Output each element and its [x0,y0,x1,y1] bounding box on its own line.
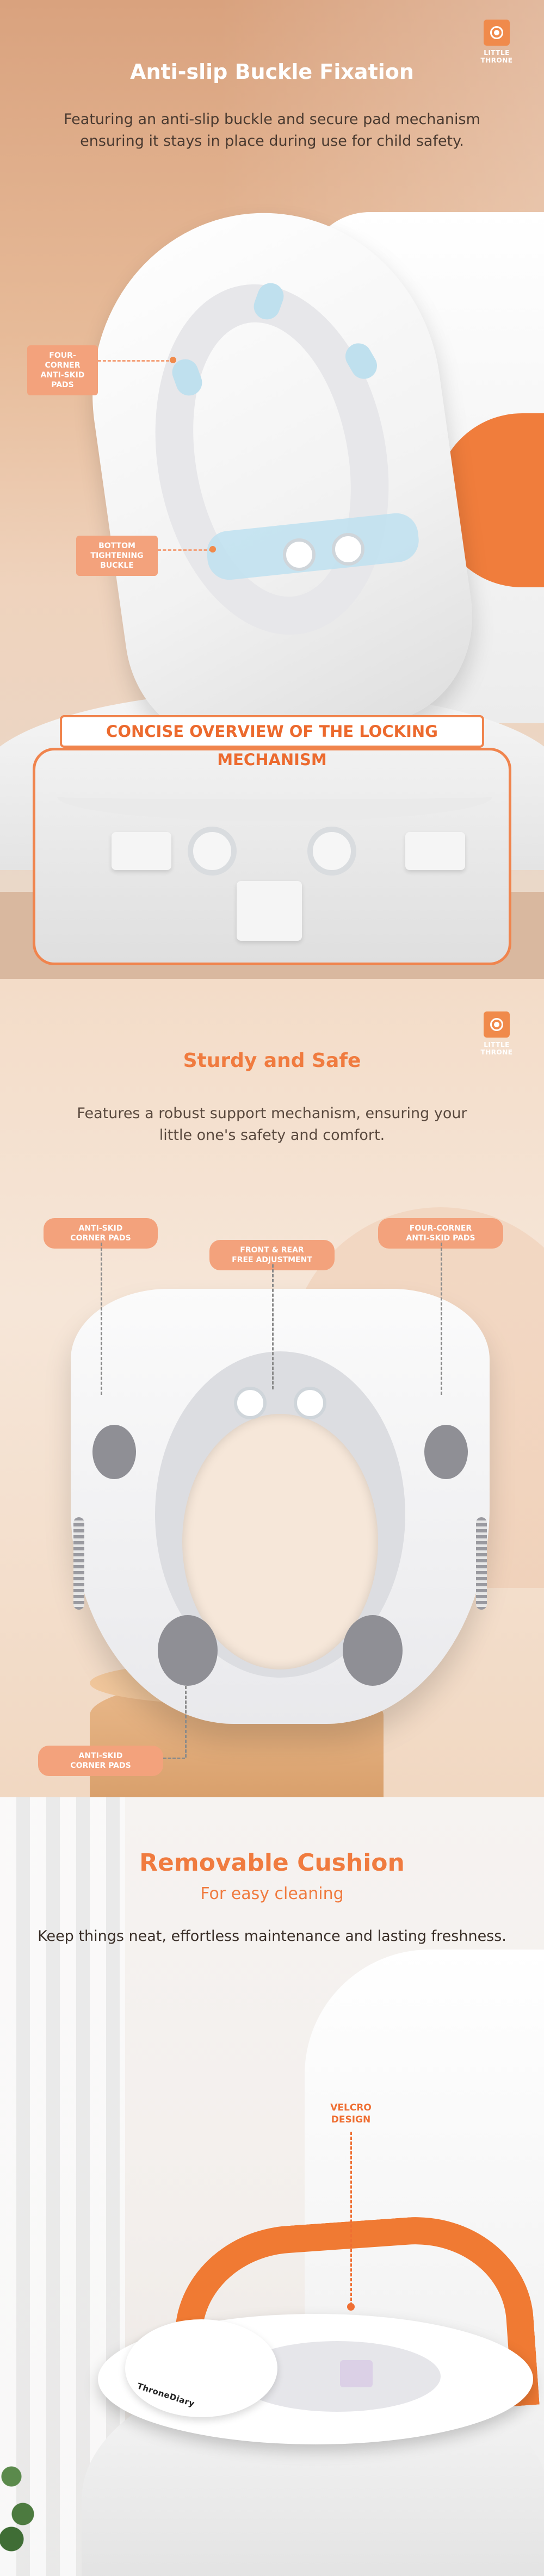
section-description: Keep things neat, effortless maintenance… [38,1928,506,1945]
adjustment-knob [234,1387,267,1419]
callout-four-corner-pads: FOUR-CORNER ANTI-SKID PADS [27,345,98,395]
section-subtitle: For easy cleaning [200,1884,344,1903]
anti-skid-pad [343,1615,403,1686]
section-title: Anti-slip Buckle Fixation [130,60,414,84]
adjustment-knob [294,1387,326,1419]
locking-knob [188,827,237,876]
callout-velcro-design: VELCRO DESIGN [330,2102,372,2125]
potty-seat-underside-image [71,1289,490,1724]
anti-skid-pad [92,1425,136,1479]
buckle-knob [332,533,364,566]
section-subtitle: Features a robust support mechanism, ens… [77,1105,467,1144]
callout-bottom-corner-pads: ANTI-SKID CORNER PADS [38,1746,163,1776]
removable-cushion-image [125,2319,277,2417]
section-title: Sturdy and Safe [183,1050,361,1072]
anti-skid-pad [424,1425,468,1479]
locking-mechanism-closeup [33,748,511,965]
plant-image [0,2439,38,2564]
brand-icon [484,20,510,46]
locking-knob [307,827,356,876]
section-title: Removable Cushion [139,1849,405,1877]
anti-skid-pad [158,1615,218,1686]
buckle-knob [283,538,316,571]
section-removable-cushion: ThroneDiary Removable Cushion For easy c… [0,1797,544,2576]
locking-mechanism-banner: CONCISE OVERVIEW OF THE LOCKING MECHANIS… [60,715,484,769]
velcro-pad [340,2360,373,2387]
callout-bottom-buckle: BOTTOM TIGHTENING BUCKLE [76,536,158,576]
section-subtitle: Featuring an anti-slip buckle and secure… [64,111,480,150]
brand-icon [484,1011,510,1038]
